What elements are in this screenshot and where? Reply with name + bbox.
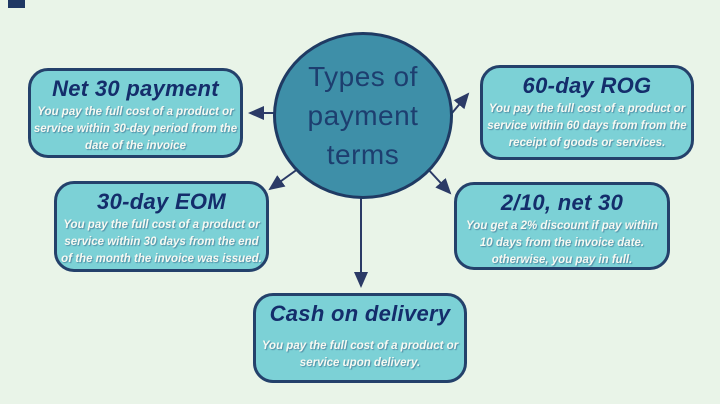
node-body: You pay the full cost of a product or se… [61,219,262,265]
node-title: 30-day EOM [97,189,226,214]
node-cash-on-delivery: Cash on delivery You pay the full cost o… [253,293,467,383]
node-body: You pay the full cost of a product or se… [33,106,238,152]
node-60-day-rog: 60-day ROG You pay the full cost of a pr… [480,65,694,160]
node-title: Cash on delivery [269,301,451,326]
node-title: Net 30 payment [52,76,219,101]
node-2-10-net-30: 2/10, net 30 You get a 2% discount if pa… [454,182,670,270]
central-node-title: Types of payment terms [307,61,419,170]
node-30-day-eom: 30-day EOM You pay the full cost of a pr… [54,181,269,272]
node-net-30-payment: Net 30 payment You pay the full cost of … [28,68,243,158]
node-body: You pay the full cost of a product or se… [487,103,687,149]
node-title: 2/10, net 30 [500,190,624,215]
node-body: You get a 2% discount if pay within 10 d… [466,220,658,266]
corner-artifact [8,0,25,8]
central-node: Types of payment terms [273,32,453,199]
node-title: 60-day ROG [522,73,652,98]
node-body: You pay the full cost of a product or se… [261,340,459,369]
